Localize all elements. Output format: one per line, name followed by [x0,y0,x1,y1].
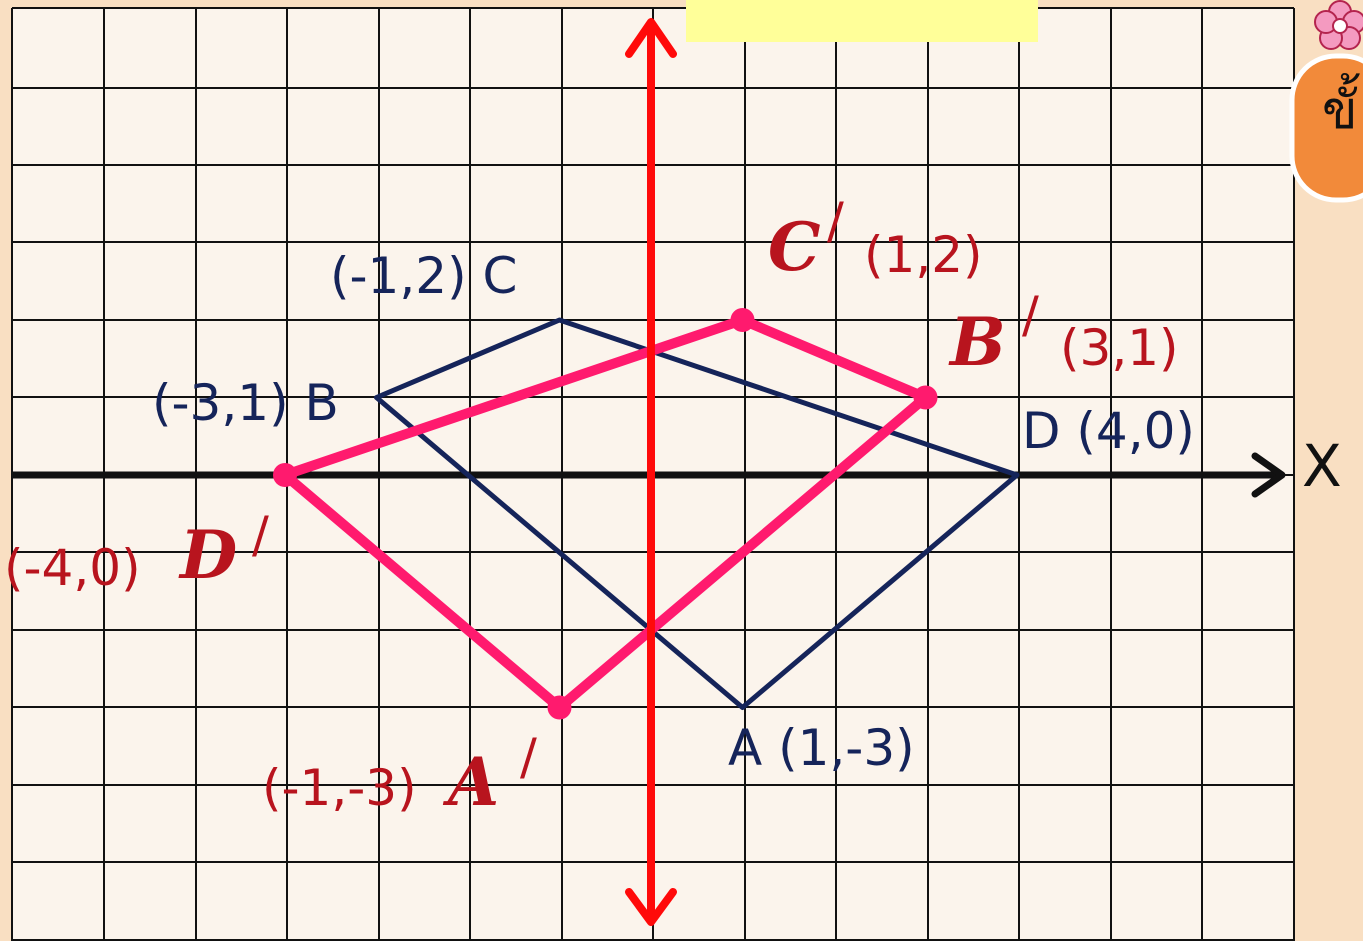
label-a-prime-coords: (-1,-3) [262,759,417,817]
vertex-marker [273,463,297,487]
flower-icon [1314,0,1363,50]
label-d: D (4,0) [1022,402,1195,460]
label-a-prime-mark: / [520,728,537,786]
vertex-marker [547,695,572,720]
label-d-prime-mark: / [252,506,269,564]
vertex-marker [913,385,938,410]
label-b-prime-letter: B [948,303,1006,381]
corner-badge: ขั้ [1289,0,1363,203]
label-c-prime-mark: / [827,192,844,250]
label-d-prime-letter: D [178,516,237,594]
vertex-marker [730,308,755,332]
badge-text: ขั้ [1322,73,1360,141]
label-a-prime-letter: A [442,743,499,821]
label-b-prime-coords: (3,1) [1060,319,1179,377]
label-c: (-1,2) C [330,247,517,305]
highlight-box [686,0,1038,42]
mirror-line-arrow-bottom [625,888,677,926]
mirror-line-arrow-top [625,18,677,58]
label-a: A (1,-3) [728,719,915,777]
original-quadrilateral [374,317,1020,710]
x-axis-arrowhead [1251,452,1286,498]
label-c-prime-coords: (1,2) [864,226,983,284]
label-d-prime-coords: (-4,0) [4,539,141,597]
label-c-prime-letter: C [768,208,821,286]
label-b: (-3,1) B [152,374,339,432]
label-b-prime-mark: / [1022,286,1039,344]
badge-card [1289,53,1363,203]
x-axis-label: X [1302,432,1342,500]
